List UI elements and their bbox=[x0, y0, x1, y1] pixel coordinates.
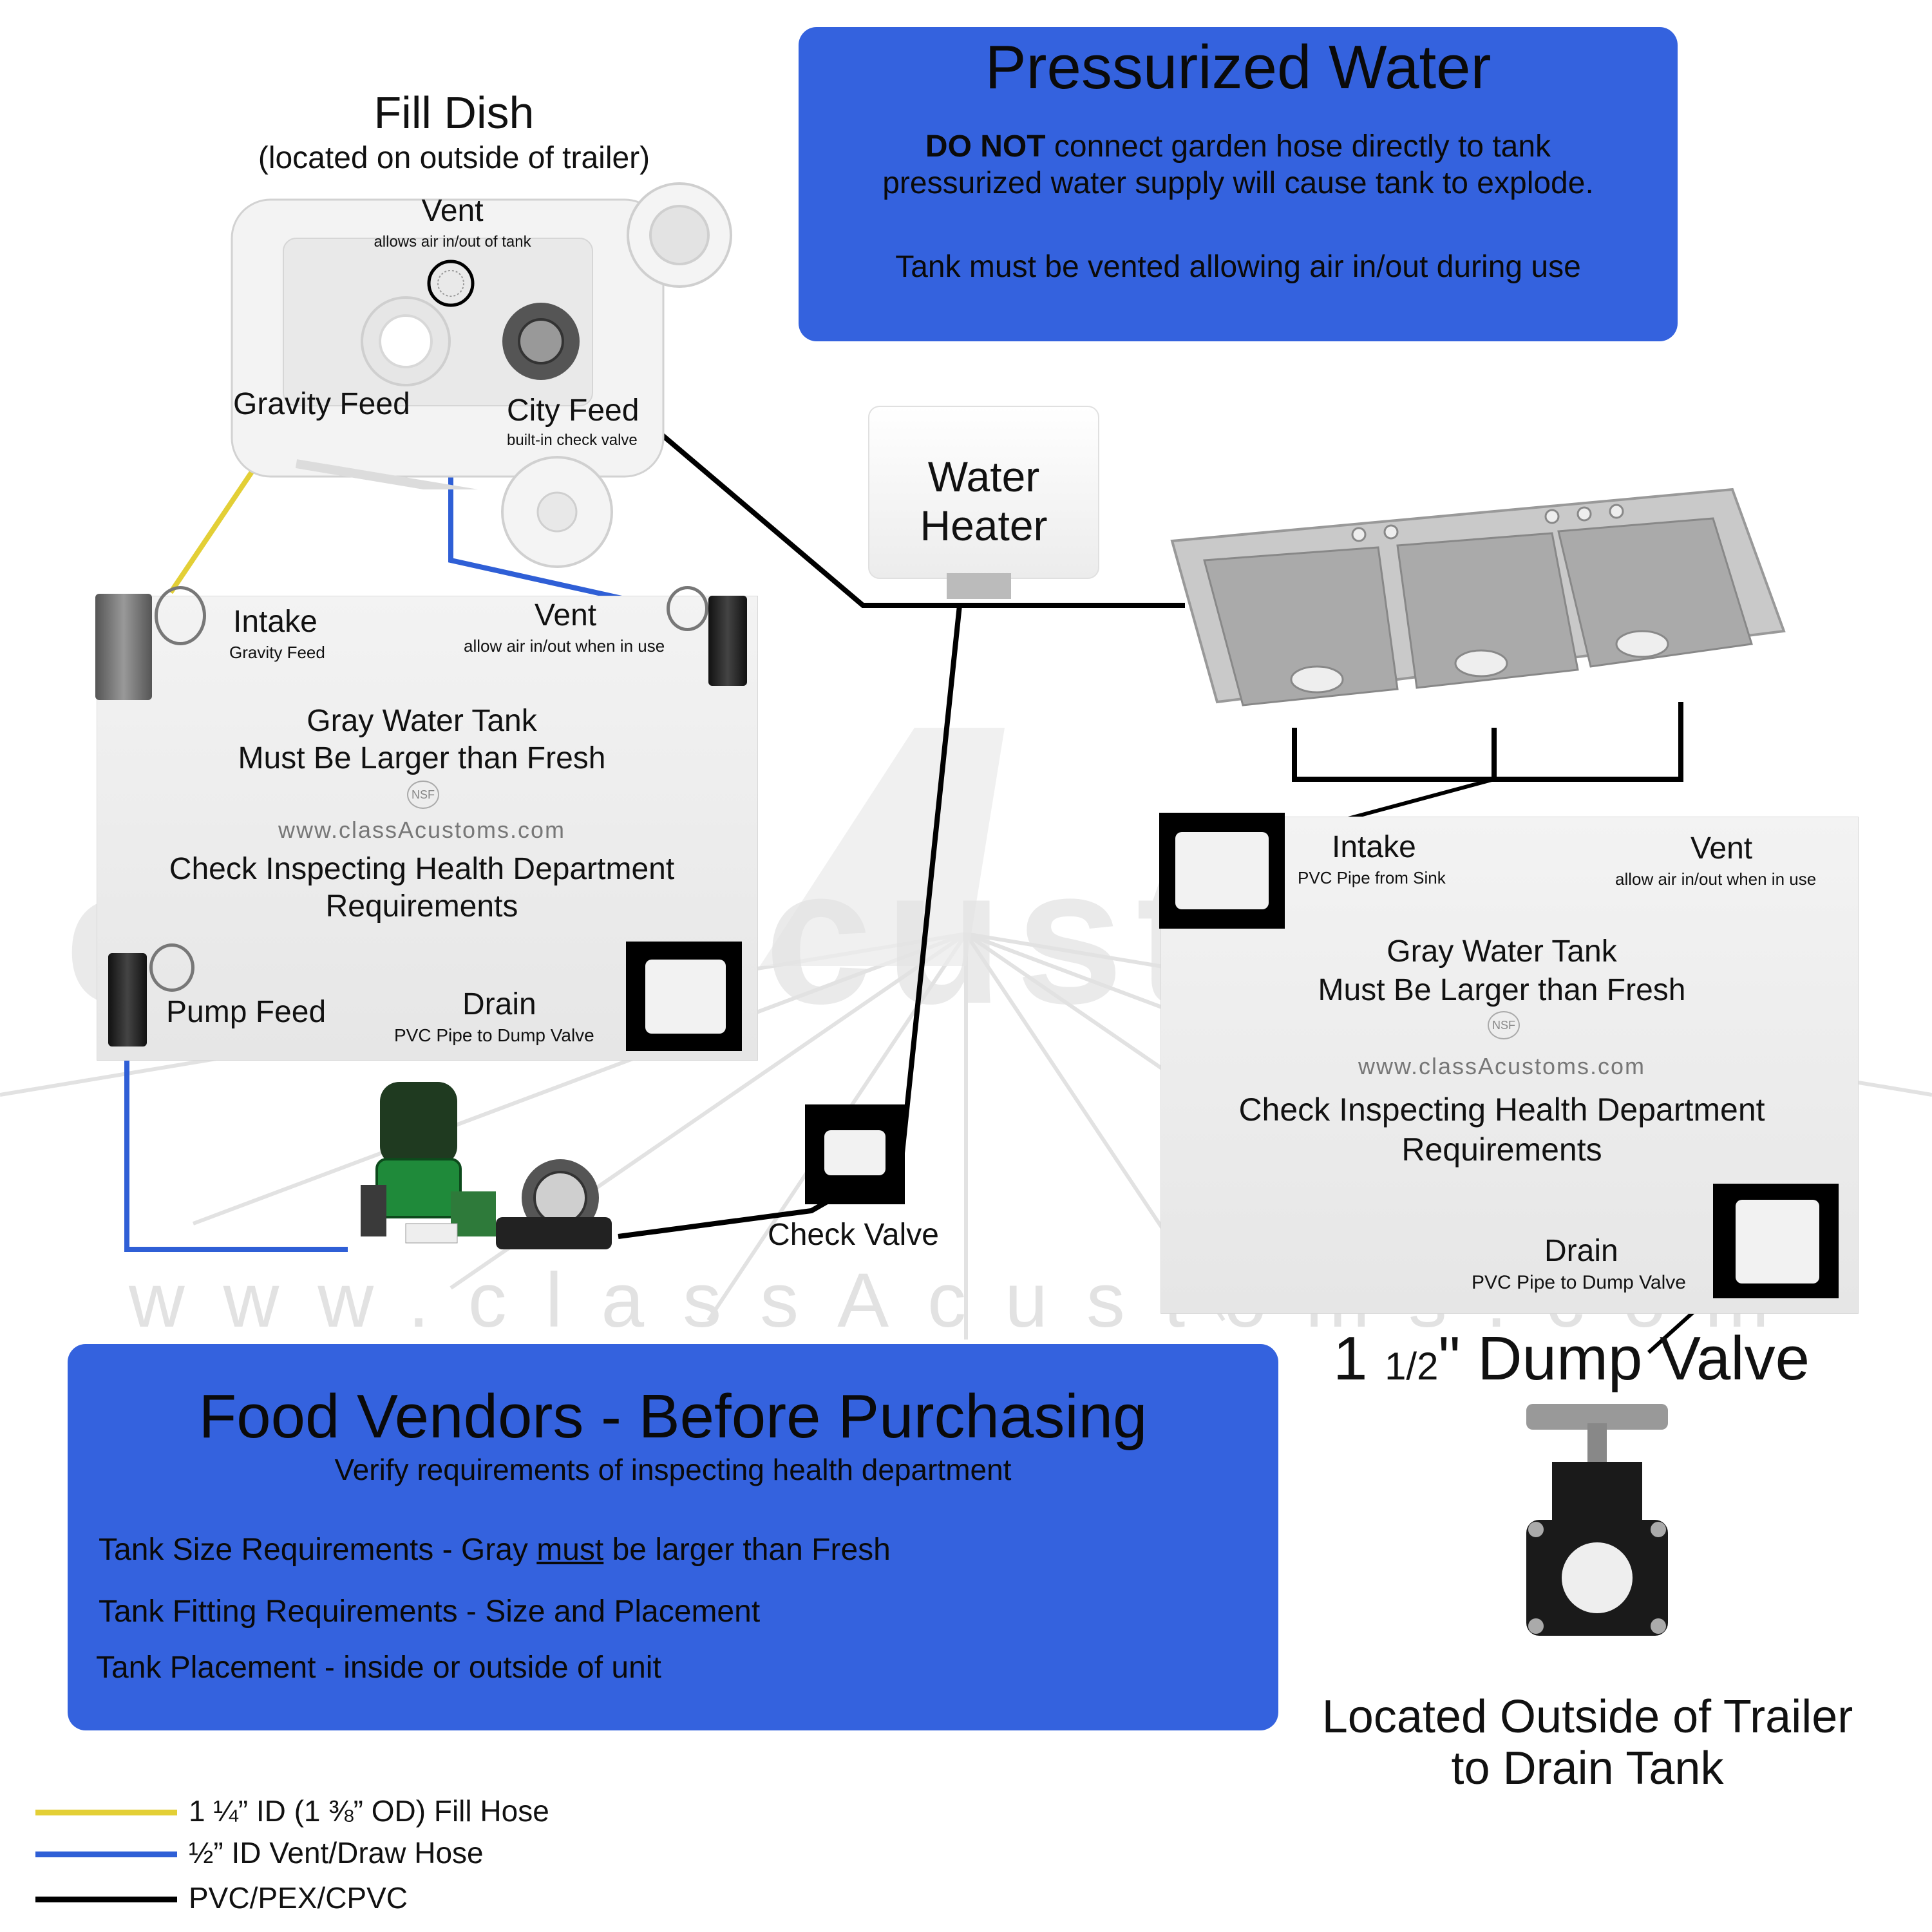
legend-pipe-swatch bbox=[35, 1897, 177, 1902]
check-valve-image bbox=[805, 1104, 905, 1204]
req1-emphasis: must bbox=[536, 1533, 604, 1567]
left-tank-website: www.classAcustoms.com bbox=[278, 817, 566, 843]
left-intake-label: Intake bbox=[233, 605, 317, 639]
left-drain-label: Drain bbox=[462, 987, 536, 1021]
food-vendors-subtitle: Verify requirements of inspecting health… bbox=[334, 1453, 1012, 1486]
water-heater-line1: Water bbox=[927, 453, 1040, 500]
do-not-emphasis: DO NOT bbox=[925, 129, 1046, 164]
city-feed-sub: built-in check valve bbox=[507, 431, 638, 449]
fill-dish-cap-icon bbox=[627, 182, 732, 288]
right-drain-sub: PVC Pipe to Dump Valve bbox=[1472, 1272, 1686, 1293]
legend-fill-hose-label: 1 ¼” ID (1 ⅜” OD) Fill Hose bbox=[189, 1794, 549, 1828]
pressurized-title: Pressurized Water bbox=[985, 33, 1492, 102]
three-compartment-sink bbox=[1170, 488, 1786, 706]
right-vent-sub: allow air in/out when in use bbox=[1615, 869, 1817, 889]
water-heater-fittings bbox=[947, 573, 1011, 599]
right-tank-check1: Check Inspecting Health Department bbox=[1238, 1092, 1765, 1128]
dump-valve-title: 1 1/2" Dump Valve bbox=[1333, 1323, 1810, 1394]
right-intake-sub: PVC Pipe from Sink bbox=[1298, 868, 1446, 887]
pressurized-line1-rest: connect garden hose directly to tank bbox=[1045, 129, 1551, 164]
left-tank-line1: Gray Water Tank bbox=[307, 704, 537, 738]
water-heater: Water Heater bbox=[868, 406, 1099, 579]
right-tank-line1: Gray Water Tank bbox=[1387, 934, 1617, 969]
fill-dish-vent-label: Vent bbox=[421, 194, 484, 228]
legend-vent-hose-label: ½” ID Vent/Draw Hose bbox=[189, 1836, 484, 1870]
left-intake-fitting-icon bbox=[95, 594, 152, 700]
right-tank-line2: Must Be Larger than Fresh bbox=[1318, 973, 1686, 1007]
check-valve-label: Check Valve bbox=[768, 1218, 939, 1252]
gravity-feed-label: Gravity Feed bbox=[233, 387, 410, 421]
req1-part-b: be larger than Fresh bbox=[603, 1533, 891, 1567]
pressurized-water-panel: Pressurized Water DO NOT connect garden … bbox=[799, 27, 1678, 341]
water-pump-image bbox=[361, 1082, 612, 1249]
fill-dish-title: Fill Dish bbox=[374, 88, 535, 138]
left-tank-check2: Requirements bbox=[325, 889, 518, 923]
legend-vent-hose-swatch bbox=[35, 1852, 177, 1857]
dump-valve-note2: to Drain Tank bbox=[1451, 1743, 1724, 1794]
left-vent-fitting-icon bbox=[708, 596, 747, 686]
fill-dish-subtitle: (located on outside of trailer) bbox=[258, 141, 650, 175]
legend-pipe-label: PVC/PEX/CPVC bbox=[189, 1881, 408, 1915]
dump-valve-image bbox=[1526, 1404, 1668, 1636]
left-intake-sub: Gravity Feed bbox=[229, 643, 325, 662]
pressurized-line3: Tank must be vented allowing air in/out … bbox=[895, 250, 1581, 284]
pressurized-line2: pressurized water supply will cause tank… bbox=[882, 166, 1594, 200]
fill-dish-vent-sub: allows air in/out of tank bbox=[374, 233, 531, 251]
right-tank-nsf: NSF bbox=[1488, 1011, 1520, 1039]
right-intake-label: Intake bbox=[1332, 830, 1416, 864]
left-drain-fitting-icon bbox=[626, 942, 742, 1051]
right-tank-website: www.classAcustoms.com bbox=[1358, 1053, 1646, 1079]
dump-valve-note1: Located Outside of Trailer bbox=[1321, 1691, 1853, 1743]
left-vent-sub: allow air in/out when in use bbox=[464, 636, 665, 656]
left-pump-fitting-icon bbox=[108, 953, 147, 1046]
left-pump-clamp-icon bbox=[149, 943, 194, 992]
left-vent-clamp-icon bbox=[667, 586, 708, 631]
legend-fill-hose-swatch bbox=[35, 1810, 177, 1815]
food-vendors-req1: Tank Size Requirements - Gray must be la… bbox=[99, 1532, 891, 1567]
pressurized-line1: DO NOT connect garden hose directly to t… bbox=[799, 129, 1678, 164]
left-drain-sub: PVC Pipe to Dump Valve bbox=[394, 1025, 594, 1045]
right-intake-fitting-icon bbox=[1159, 813, 1285, 929]
fill-dish-image bbox=[231, 198, 665, 489]
city-feed-label: City Feed bbox=[507, 393, 639, 428]
dump-valve-title-rest: " Dump Valve bbox=[1438, 1324, 1810, 1393]
dump-valve-title-frac: 1/2 bbox=[1385, 1345, 1439, 1388]
right-tank-check2: Requirements bbox=[1401, 1132, 1602, 1168]
fill-dish-plug-icon bbox=[501, 456, 613, 568]
food-vendors-panel: Food Vendors - Before Purchasing Verify … bbox=[68, 1344, 1278, 1730]
pump-feed-label: Pump Feed bbox=[166, 995, 327, 1029]
right-drain-fitting-icon bbox=[1713, 1184, 1839, 1298]
pump-draw-hose-line bbox=[124, 1056, 348, 1252]
left-tank-nsf: NSF bbox=[407, 781, 439, 809]
left-intake-clamp-icon bbox=[155, 586, 206, 645]
legend: 1 ¼” ID (1 ⅜” OD) Fill Hose ½” ID Vent/D… bbox=[35, 1787, 615, 1916]
req1-part-a: Tank Size Requirements - Gray bbox=[99, 1533, 537, 1567]
food-vendors-req3: Tank Placement - inside or outside of un… bbox=[96, 1651, 661, 1685]
left-tank-check1: Check Inspecting Health Department bbox=[169, 852, 675, 886]
left-tank-line2: Must Be Larger than Fresh bbox=[238, 741, 606, 775]
water-heater-line2: Heater bbox=[920, 502, 1048, 549]
dump-valve-title-prefix: 1 bbox=[1333, 1324, 1385, 1393]
food-vendors-req2: Tank Fitting Requirements - Size and Pla… bbox=[99, 1595, 761, 1629]
right-drain-label: Drain bbox=[1544, 1234, 1618, 1268]
food-vendors-title: Food Vendors - Before Purchasing bbox=[198, 1382, 1148, 1451]
right-vent-label: Vent bbox=[1690, 831, 1753, 866]
left-vent-label: Vent bbox=[535, 598, 597, 632]
city-feed-pipe bbox=[649, 422, 1185, 608]
